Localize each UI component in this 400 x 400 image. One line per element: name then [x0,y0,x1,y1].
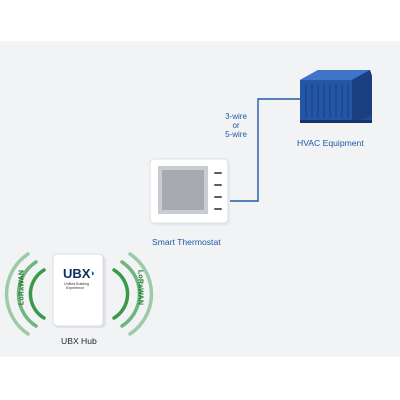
hub-brand-logo: UBX [63,266,91,281]
hvac-wire [228,98,300,202]
hvac-equipment-icon [300,70,372,123]
hub-company-line1: Unified Building [64,282,89,286]
wire-label-line1: 3-wire [225,112,247,121]
lorawan-label-left: LoRaWAN [18,269,26,306]
hub-company-line2: Experience [66,286,84,290]
smart-thermostat-icon [149,158,230,226]
right-signal-waves [112,252,154,336]
hvac-equipment-label: HVAC Equipment [297,138,364,148]
hub-wireless-icon: ◗ [90,268,96,278]
lorawan-label-right: LoRaWAN [136,269,144,306]
wire-label-line3: 5-wire [225,130,247,139]
wire-label-line2: or [232,121,240,130]
wire-type-label: 3-wire or 5-wire [219,112,253,139]
left-signal-waves [4,252,46,336]
ubx-hub-label: UBX Hub [61,336,97,346]
ubx-hub-device [52,253,106,328]
smart-thermostat-label: Smart Thermostat [152,237,221,247]
